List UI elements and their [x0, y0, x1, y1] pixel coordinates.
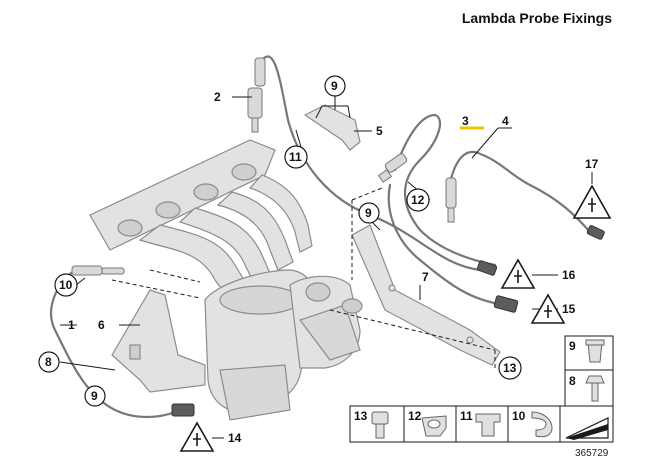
callout-6: 6: [98, 318, 105, 332]
reference-number: 365729: [575, 448, 609, 459]
callout-4: 4: [502, 114, 509, 128]
svg-text:8: 8: [45, 355, 52, 369]
pipe-clamp-icon: [531, 411, 553, 438]
svg-text:9: 9: [91, 389, 98, 403]
svg-text:9: 9: [331, 79, 338, 93]
callout-9-top: 9: [324, 75, 346, 97]
bracket-6: [111, 289, 206, 393]
diagram-title: Lambda Probe Fixings: [461, 10, 612, 26]
svg-text:11: 11: [289, 150, 302, 164]
callout-16: 16: [562, 268, 576, 282]
clip-icon: [585, 339, 605, 363]
callout-13: 13: [498, 356, 522, 380]
callout-17: 17: [585, 157, 599, 184]
callout-14: 14: [228, 431, 242, 445]
cable-tie-icon: [421, 415, 447, 437]
svg-text:10: 10: [59, 278, 73, 292]
lambda-sensor-1: [71, 265, 125, 276]
lambda-sensor-2: [247, 57, 266, 133]
bolt-icon: [585, 375, 605, 402]
leader-lines: [59, 95, 558, 439]
warning-torque-icon: [572, 184, 612, 219]
warning-torque-icon: [179, 421, 215, 452]
assembly-lines: [111, 187, 496, 370]
callout-1: 1: [68, 318, 75, 332]
callout-7: 7: [422, 270, 429, 284]
lambda-sensor-4: [445, 177, 457, 223]
svg-text:9: 9: [365, 206, 372, 220]
parts-legend: [349, 335, 614, 443]
bracket-5: [303, 104, 361, 151]
connectors: [171, 225, 605, 417]
warning-torque-icon: [530, 293, 566, 324]
cap-clip-icon: [475, 413, 501, 437]
legend-label-11: 11: [460, 409, 473, 423]
legend-label-9: 9: [569, 339, 576, 353]
svg-text:17: 17: [585, 157, 599, 171]
bracket-7: [351, 224, 501, 366]
svg-text:13: 13: [503, 361, 517, 375]
callout-15: 15: [562, 302, 576, 316]
legend-label-13: 13: [354, 409, 368, 423]
callout-12: 12: [406, 188, 430, 212]
sensor-cables: [50, 55, 592, 419]
callout-5: 5: [376, 124, 383, 138]
warning-torque-icon: [500, 258, 536, 289]
callout-3: 3: [462, 114, 469, 128]
callout-10: 10: [54, 273, 78, 297]
legend-label-8: 8: [569, 374, 576, 388]
legend-label-12: 12: [408, 409, 422, 423]
legend-label-10: 10: [512, 409, 526, 423]
wedge-icon: [565, 417, 609, 440]
callout-11: 11: [284, 145, 308, 169]
callout-8: 8: [38, 351, 60, 373]
exhaust-manifold: [89, 139, 363, 421]
callout-9-bottom: 9: [84, 385, 106, 407]
grommet-icon: [371, 411, 389, 439]
callout-9-mid: 9: [358, 202, 380, 224]
callout-2: 2: [214, 90, 221, 104]
svg-text:12: 12: [411, 193, 425, 207]
lambda-sensor-3: [377, 153, 408, 183]
